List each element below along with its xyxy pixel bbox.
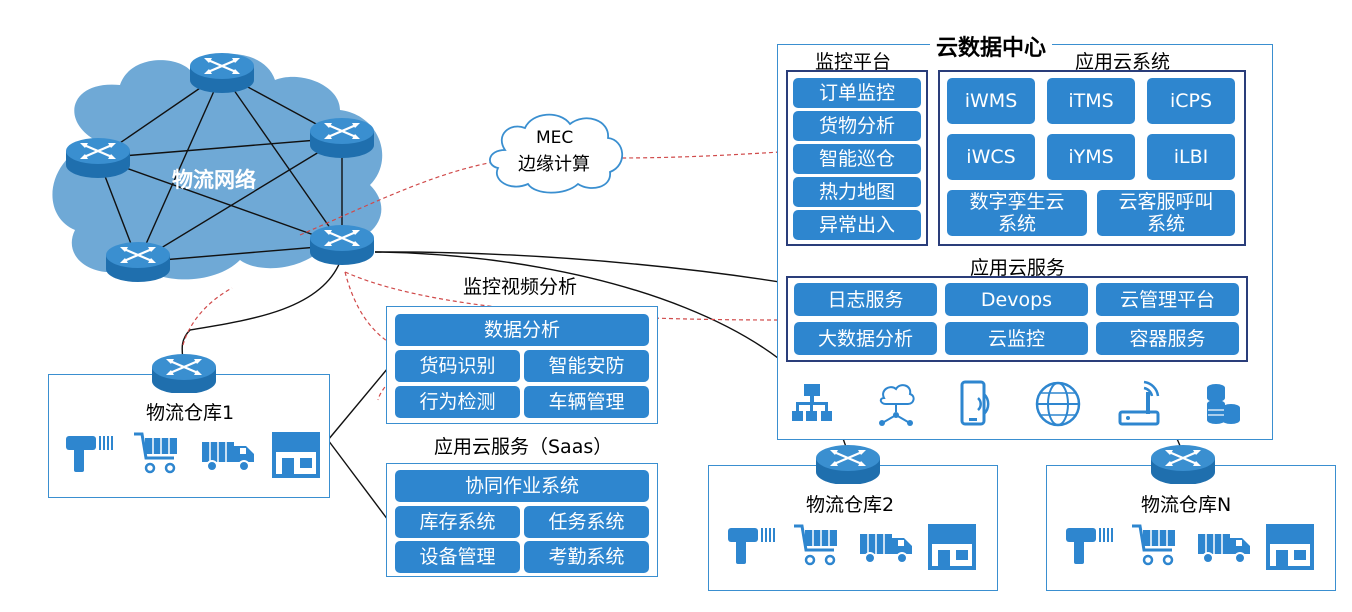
app-system-item[interactable]: iWMS	[947, 78, 1035, 124]
coin-stack-icon	[1207, 384, 1240, 424]
video-analysis-item[interactable]: 车辆管理	[524, 386, 649, 418]
monitor-item[interactable]: 智能巡仓	[793, 144, 921, 174]
cloud-service-item[interactable]: 云监控	[945, 322, 1088, 355]
mec-cloud	[489, 113, 624, 194]
video-analysis-item[interactable]: 智能安防	[524, 350, 649, 382]
warehouse-1-name: 物流仓库1	[146, 402, 235, 424]
video-analysis-title: 监控视频分析	[463, 276, 578, 298]
router-icon	[814, 444, 882, 484]
cloud-service-item[interactable]: 大数据分析	[794, 322, 937, 355]
saas-item[interactable]: 考勤系统	[524, 541, 649, 573]
app-system-digital-twin[interactable]: 数字孪生云 系统	[947, 190, 1087, 236]
app-system-item[interactable]: iCPS	[1147, 78, 1235, 124]
www-globe-icon	[1035, 381, 1081, 427]
saas-header[interactable]: 协同作业系统	[395, 470, 649, 502]
app-system-item[interactable]: iYMS	[1047, 134, 1135, 180]
app-system-item[interactable]: iTMS	[1047, 78, 1135, 124]
saas-item[interactable]: 设备管理	[395, 541, 520, 573]
video-analysis-item[interactable]: 货码识别	[395, 350, 520, 382]
cloud-network-icon	[879, 384, 915, 426]
cloud-service-item[interactable]: 日志服务	[794, 283, 937, 316]
network-label: 物流网络	[172, 168, 256, 192]
warehouse-2-name: 物流仓库2	[806, 494, 895, 516]
monitor-platform-title: 监控平台	[815, 51, 892, 73]
mec-sublabel: 边缘计算	[518, 154, 590, 175]
app-system-item[interactable]: iLBI	[1147, 134, 1235, 180]
datacenter-title: 云数据中心	[930, 30, 1053, 62]
cloud-callcenter-line2: 系统	[1146, 213, 1185, 235]
video-analysis-item[interactable]: 行为检测	[395, 386, 520, 418]
network-cloud	[52, 53, 383, 280]
saas-item[interactable]: 库存系统	[395, 506, 520, 538]
cloud-callcenter-line1: 云客服呼叫	[1118, 191, 1214, 213]
mec-label: MEC	[536, 128, 574, 148]
video-analysis-header[interactable]: 数据分析	[395, 314, 649, 346]
cloud-service-item[interactable]: 云管理平台	[1096, 283, 1239, 316]
digital-twin-line2: 系统	[997, 213, 1036, 235]
app-system-cloud-callcenter[interactable]: 云客服呼叫 系统	[1097, 190, 1235, 236]
monitor-item[interactable]: 热力地图	[793, 177, 921, 207]
monitor-item[interactable]: 货物分析	[793, 111, 921, 141]
app-cloud-system-title: 应用云系统	[1075, 51, 1171, 73]
cloud-service-item[interactable]: 容器服务	[1096, 322, 1239, 355]
cloud-service-item[interactable]: Devops	[945, 283, 1088, 316]
wireless-router-icon	[1118, 380, 1160, 426]
monitor-item[interactable]: 异常出入	[793, 210, 921, 240]
router-icon	[1149, 444, 1217, 484]
mobile-wifi-icon	[960, 380, 990, 426]
saas-item[interactable]: 任务系统	[524, 506, 649, 538]
saas-title: 应用云服务（Saas）	[434, 436, 613, 458]
router-icon	[150, 353, 218, 393]
monitor-item[interactable]: 订单监控	[793, 78, 921, 108]
network-topology-icon	[792, 384, 832, 421]
digital-twin-line1: 数字孪生云	[969, 191, 1065, 213]
app-cloud-service-title: 应用云服务	[970, 257, 1066, 279]
warehouse-n-name: 物流仓库N	[1141, 494, 1232, 516]
app-system-item[interactable]: iWCS	[947, 134, 1035, 180]
